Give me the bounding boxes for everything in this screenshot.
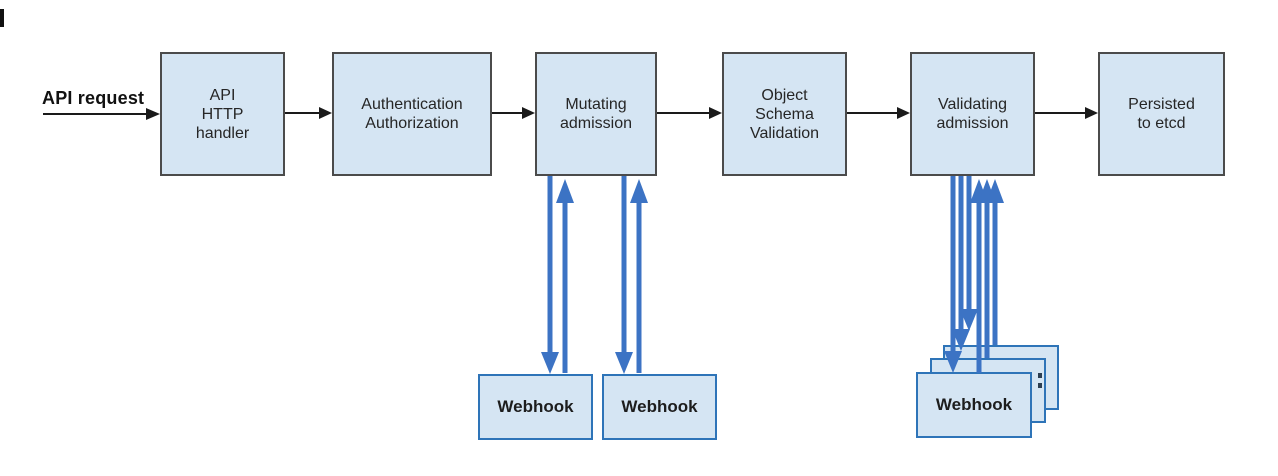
clipped-webhook-text-fragment: [1038, 373, 1042, 389]
screenshot-edge-artifact: [0, 9, 4, 27]
validating-webhook-down-arrow-3: [960, 176, 978, 331]
node-validating-admission: Validating admission: [910, 52, 1035, 176]
mutating-webhook2-down-arrow: [615, 176, 633, 374]
node-label-line: Validation: [749, 124, 820, 142]
mutating-webhook-box-1: Webhook: [478, 374, 593, 440]
validating-webhook-up-arrow-3: [986, 179, 1004, 345]
node-label-line: Authorization: [365, 115, 459, 132]
mutating-webhook2-up-arrow: [630, 179, 648, 373]
flow-arrow-5-6: [1035, 107, 1098, 119]
mutating-webhook1-down-arrow: [541, 176, 559, 374]
node-label-line: Object: [761, 86, 808, 104]
node-mutating-admission: Mutating admission: [535, 52, 657, 176]
validating-webhook-down-arrow-2: [952, 176, 970, 351]
node-label-line: admission: [559, 115, 633, 132]
node-label-line: API: [209, 86, 236, 104]
validating-webhook-box-front: Webhook: [916, 372, 1032, 438]
node-label-line: admission: [936, 115, 1009, 132]
node-label-line: handler: [195, 124, 250, 142]
flow-arrow-3-4: [657, 107, 722, 119]
node-api-http-handler: API HTTP handler: [160, 52, 285, 176]
flow-arrow-4-5: [847, 107, 910, 119]
node-label-line: Persisted: [1128, 96, 1195, 113]
validating-webhook-up-arrow-2: [978, 179, 996, 358]
webhook-label: Webhook: [621, 397, 698, 416]
mutating-webhook-box-2: Webhook: [602, 374, 717, 440]
node-label-line: Mutating: [565, 96, 627, 113]
webhook-label: Webhook: [497, 397, 574, 416]
node-label-line: Authentication: [361, 96, 463, 113]
api-request-label: API request: [42, 88, 145, 108]
validating-webhook-down-arrow-1: [944, 176, 962, 373]
node-persisted-to-etcd: Persisted to etcd: [1098, 52, 1225, 176]
webhook-label: Webhook: [935, 395, 1013, 414]
flow-arrow-2-3: [492, 107, 535, 119]
node-object-schema-validation: Object Schema Validation: [722, 52, 847, 176]
node-label-line: Schema: [755, 105, 814, 123]
node-label-line: HTTP: [201, 105, 244, 123]
validating-webhook-up-arrow-1: [970, 179, 988, 373]
node-label-line: to etcd: [1137, 115, 1186, 132]
node-label-line: Validating: [937, 96, 1008, 113]
node-authentication-authorization: Authentication Authorization: [332, 52, 492, 176]
flow-arrow-api-request: [43, 108, 160, 120]
mutating-webhook1-up-arrow: [556, 179, 574, 373]
flow-arrow-1-2: [285, 107, 332, 119]
